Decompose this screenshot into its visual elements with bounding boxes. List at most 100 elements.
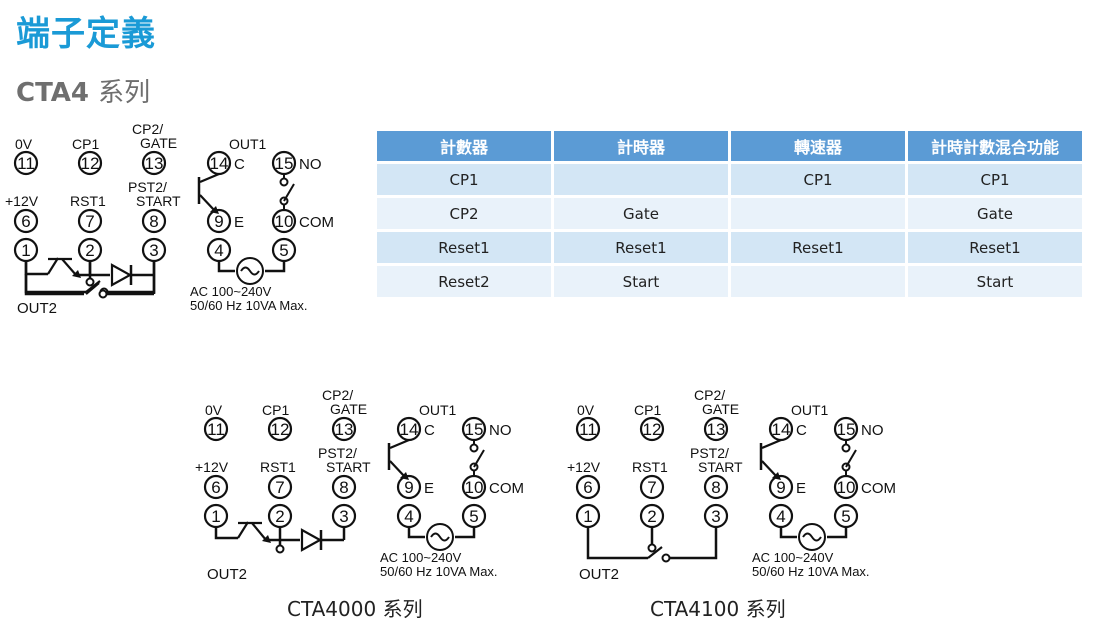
label-no: NO xyxy=(861,422,884,439)
label-out2: OUT2 xyxy=(579,566,619,583)
terminal-number: 8 xyxy=(711,478,720,497)
wire xyxy=(265,261,286,273)
series-subtitle: CTA4 系列 xyxy=(16,72,150,109)
label-e: E xyxy=(424,480,434,497)
terminal-number: 2 xyxy=(647,507,656,526)
label-e: E xyxy=(796,480,806,497)
table-cell: CP2 xyxy=(377,198,551,229)
terminal-number: 7 xyxy=(647,478,656,497)
label-rst1: RST1 xyxy=(70,193,106,209)
wire xyxy=(283,183,295,202)
terminal-number: 8 xyxy=(339,478,348,497)
terminal-number: 8 xyxy=(149,212,158,231)
contact-point xyxy=(98,289,108,299)
terminal-number: 3 xyxy=(149,241,158,260)
label-power-voltage: AC 100~240V xyxy=(752,550,834,565)
label-power-rating: 50/60 Hz 10VA Max. xyxy=(380,564,498,579)
terminal-number: 15 xyxy=(465,420,484,439)
terminal-number: 4 xyxy=(404,507,413,526)
terminal-number: 6 xyxy=(21,212,30,231)
label-start: START xyxy=(136,193,181,209)
label-0v: 0V xyxy=(577,402,595,418)
contact-point xyxy=(661,553,671,563)
label-cp1: CP1 xyxy=(262,402,289,418)
table-cell: Reset1 xyxy=(554,232,728,263)
terminal-function-table: 計數器 計時器 轉速器 計時計數混合功能 CP1 CP1 CP1 CP2 Gat… xyxy=(374,128,1085,300)
terminal-number: 5 xyxy=(469,507,478,526)
label-power-voltage: AC 100~240V xyxy=(190,284,272,299)
terminal-number: 10 xyxy=(837,478,856,497)
table-row: CP2 Gate Gate xyxy=(377,198,1082,229)
label-12v: +12V xyxy=(195,459,229,475)
table-cell xyxy=(731,198,905,229)
terminal-number: 13 xyxy=(707,420,726,439)
wire xyxy=(61,258,77,276)
transistor-arrow xyxy=(400,472,409,480)
wire xyxy=(845,449,857,468)
terminal-circle xyxy=(77,208,103,234)
table-cell: Reset1 xyxy=(731,232,905,263)
header-timer: 計時器 xyxy=(554,131,728,161)
label-no: NO xyxy=(299,156,322,173)
terminal-circle xyxy=(639,416,665,442)
label-rst1: RST1 xyxy=(632,459,668,475)
table-cell: Start xyxy=(908,266,1082,297)
label-start: START xyxy=(326,459,371,475)
label-c: C xyxy=(796,422,807,439)
label-out1: OUT1 xyxy=(791,402,829,418)
terminal-number: 15 xyxy=(837,420,856,439)
label-no: NO xyxy=(489,422,512,439)
label-cp1: CP1 xyxy=(72,136,99,152)
label-cp2: CP2/ xyxy=(694,387,725,403)
contact-point xyxy=(841,443,851,453)
table-row: Reset2 Start Start xyxy=(377,266,1082,297)
wire xyxy=(85,282,100,295)
terminal-number: 2 xyxy=(85,241,94,260)
terminal-circle xyxy=(639,474,665,500)
label-c: C xyxy=(234,156,245,173)
label-cp1: CP1 xyxy=(634,402,661,418)
terminal-circle xyxy=(703,474,729,500)
table-cell: Gate xyxy=(908,198,1082,229)
transistor-arrow xyxy=(772,472,781,480)
contact-point xyxy=(279,177,289,187)
terminal-number: 14 xyxy=(210,154,229,173)
wire xyxy=(455,527,476,539)
series-suffix: 系列 xyxy=(98,78,151,108)
terminal-number: 12 xyxy=(271,420,290,439)
ac-wave xyxy=(240,266,260,276)
terminal-number: 4 xyxy=(214,241,223,260)
wire xyxy=(586,527,648,560)
header-mixed: 計時計數混合功能 xyxy=(908,131,1082,161)
terminal-number: 11 xyxy=(207,420,225,439)
terminal-number: 11 xyxy=(17,154,35,173)
terminal-number: 3 xyxy=(339,507,348,526)
ac-wave xyxy=(430,532,450,542)
terminal-number: 13 xyxy=(335,420,354,439)
wire xyxy=(473,449,485,468)
terminal-number: 10 xyxy=(275,212,294,231)
label-start: START xyxy=(698,459,743,475)
table-cell xyxy=(731,266,905,297)
terminal-number: 1 xyxy=(583,507,592,526)
label-e: E xyxy=(234,214,244,231)
label-0v: 0V xyxy=(205,402,223,418)
label-cp2: CP2/ xyxy=(132,121,163,137)
table-cell: CP1 xyxy=(908,164,1082,195)
terminal-number: 12 xyxy=(81,154,100,173)
contact-point xyxy=(275,544,285,554)
terminal-number: 2 xyxy=(275,507,284,526)
wire xyxy=(827,527,848,539)
terminal-circle xyxy=(703,416,729,442)
label-0v: 0V xyxy=(15,136,33,152)
table-header-row: 計數器 計時器 轉速器 計時計數混合功能 xyxy=(377,131,1082,161)
wire xyxy=(199,172,220,184)
terminal-number: 7 xyxy=(275,478,284,497)
terminal-circle xyxy=(203,474,229,500)
wire xyxy=(779,527,797,539)
terminal-circle xyxy=(331,474,357,500)
terminal-number: 15 xyxy=(275,154,294,173)
